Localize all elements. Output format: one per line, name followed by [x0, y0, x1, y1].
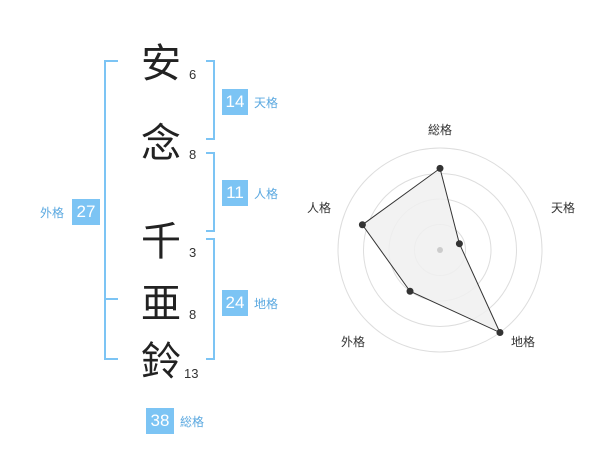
name-char-2: 念 [141, 121, 181, 167]
chikaku-label: 地格 [254, 297, 279, 311]
stroke-count-5: 13 [184, 366, 199, 381]
stroke-count-3: 3 [189, 245, 197, 260]
radar-point-3 [496, 329, 504, 337]
name-char-5: 鈴 [141, 339, 181, 385]
radar-point-2 [455, 240, 463, 248]
stroke-count-1: 6 [189, 67, 197, 82]
radar-axis-label-jinkaku: 人格 [307, 201, 332, 215]
tenkaku-value-badge: 14 [222, 89, 248, 115]
tenkaku-label: 天格 [254, 96, 279, 110]
radar-axis-label-tenkaku: 天格 [551, 201, 576, 215]
radar-center-point [437, 247, 443, 253]
radar-series-polygon [361, 167, 501, 334]
radar-point-4 [406, 287, 414, 295]
radar-axis-label-soukaku: 総格 [428, 123, 453, 137]
radar-point-5 [358, 221, 366, 229]
chikaku-value-badge: 24 [222, 290, 248, 316]
radar-point-1 [436, 164, 444, 172]
jinkaku-value-badge: 11 [222, 180, 248, 206]
soukaku-value-badge: 38 [146, 408, 174, 434]
name-char-4: 亜 [141, 281, 181, 327]
radar-axis-label-chikaku: 地格 [511, 335, 536, 349]
soukaku-label: 総格 [180, 415, 205, 429]
gaikaku-label: 外格 [40, 206, 65, 220]
jinkaku-label: 人格 [254, 187, 279, 201]
gaikaku-value-badge: 27 [72, 199, 100, 225]
radar-axis-label-gaikaku: 外格 [341, 335, 366, 349]
name-char-1: 安 [141, 41, 181, 87]
stroke-count-2: 8 [189, 147, 197, 162]
stroke-count-4: 8 [189, 307, 197, 322]
name-char-3: 千 [141, 219, 181, 265]
radar-ring-4 [337, 147, 543, 353]
